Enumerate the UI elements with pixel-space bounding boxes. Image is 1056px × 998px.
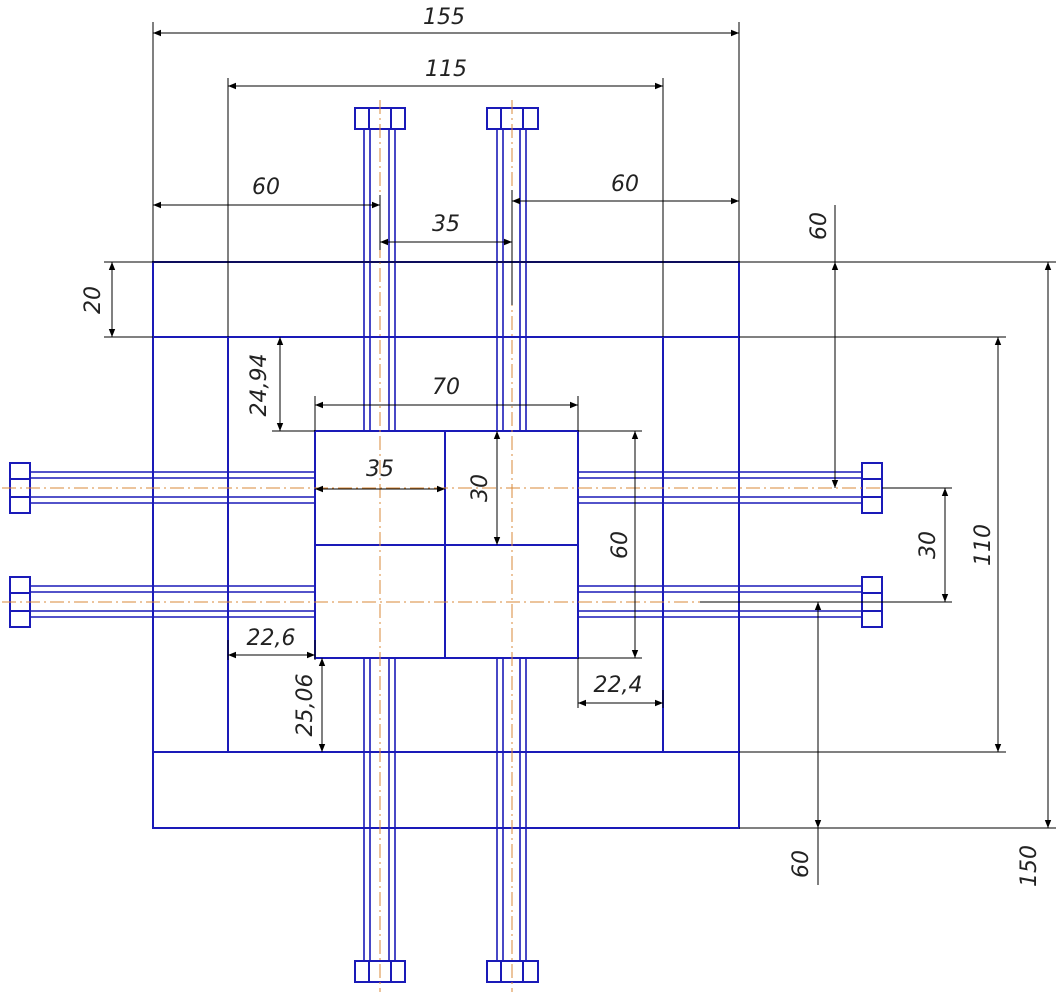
dim-center-block-width: 70 (432, 375, 460, 400)
bolt-shaft-horizontal-upper (30, 471, 862, 504)
dim-overall-height: 150 (1017, 845, 1042, 887)
dim-gap-top: 24,94 (247, 354, 272, 417)
dim-overall-width: 155 (423, 5, 465, 30)
dim-inner-width: 115 (425, 57, 467, 82)
dim-half-block-width: 35 (366, 457, 394, 482)
bolt-shaft-horizontal-lower (30, 585, 862, 618)
dim-gap-bottom: 25,06 (293, 674, 318, 737)
dim-bolt-spacing-right: 30 (916, 531, 941, 559)
dim-gap-right: 22,4 (594, 673, 643, 698)
dim-inner-height: 110 (971, 524, 996, 566)
dim-half-block-height: 30 (468, 474, 493, 502)
dim-bolt-spacing-top: 35 (432, 212, 460, 237)
dim-bolt-offset-left: 60 (252, 175, 280, 200)
dim-bolt-offset-bottom-right: 60 (789, 850, 814, 878)
dim-bolt-offset-right: 60 (611, 172, 639, 197)
dim-gap-left: 22,6 (247, 626, 296, 651)
dimension-lines (108, 29, 1052, 828)
bolt-shaft-vertical-left (363, 129, 396, 961)
dim-top-band-height: 20 (81, 286, 106, 314)
dim-center-block-height: 60 (608, 531, 633, 559)
bolt-shaft-vertical-right (496, 129, 527, 961)
extension-lines (104, 22, 1056, 885)
center-block (314, 430, 579, 659)
dimension-labels: 155 115 60 60 35 70 35 22,6 22,4 20 24,9… (81, 5, 1042, 887)
dim-bolt-offset-top-right: 60 (807, 212, 832, 240)
